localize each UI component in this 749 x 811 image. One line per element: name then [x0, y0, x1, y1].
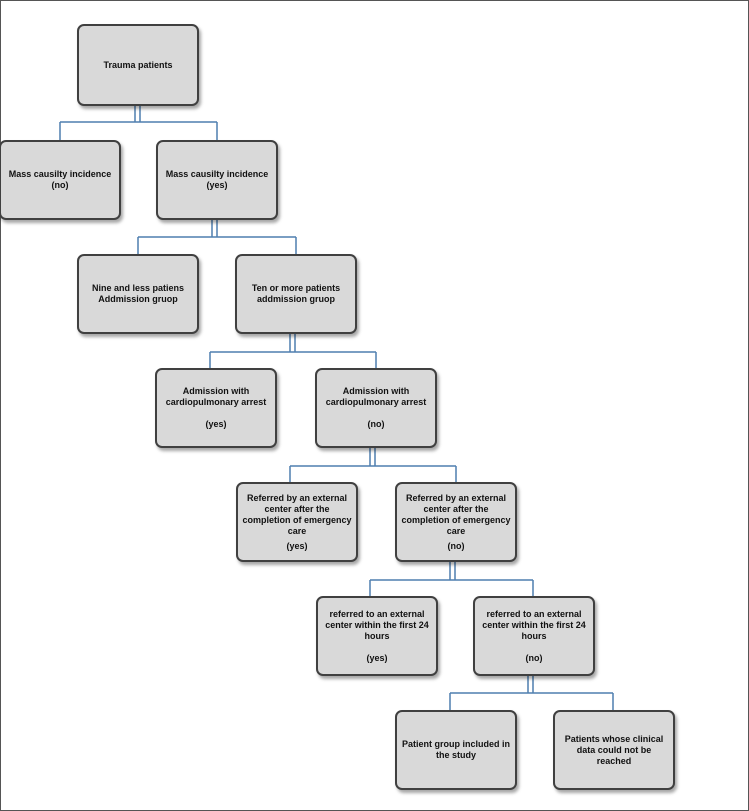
node-line: Patient group included in — [402, 739, 510, 749]
node-arrest-no: Admission with cardiopulmonary arrest (n… — [315, 368, 437, 448]
node-line: completion of emergency — [401, 514, 511, 525]
node-line: Referred by an external — [405, 492, 507, 503]
node-line: (no) — [51, 180, 69, 190]
connector-ten-more — [209, 334, 377, 368]
node-line: Nine and less patiens — [91, 283, 185, 293]
node-included-in-study: Patient group included in the study — [395, 710, 517, 790]
node-line: center within the first 24 — [482, 619, 586, 630]
node-line: hours — [364, 630, 390, 641]
node-line: Mass causilty incidence — [165, 169, 269, 179]
node-status: (yes) — [205, 419, 227, 429]
node-line: the study — [435, 750, 476, 760]
node-mass-casualty-no: Mass causilty incidence (no) — [0, 140, 121, 220]
node-line: Trauma patients — [103, 59, 173, 70]
node-data-not-reached: Patients whose clinical data could not b… — [553, 710, 675, 790]
node-line: hours — [521, 630, 547, 641]
node-nine-and-less: Nine and less patiens Addmission gruop — [77, 254, 199, 334]
node-line: Referred by an external — [246, 492, 348, 503]
node-mass-casualty-yes: Mass causilty incidence (yes) — [156, 140, 278, 220]
node-line: addmission gruop — [256, 294, 335, 304]
node-line: Mass causilty incidence — [8, 169, 112, 179]
connector-mass-yes — [137, 220, 297, 254]
node-line: (yes) — [206, 180, 228, 190]
node-within24-no: referred to an external center within th… — [473, 596, 595, 676]
node-status: (yes) — [286, 540, 308, 551]
connector-referred-no — [369, 562, 534, 596]
node-within24-yes: referred to an external center within th… — [316, 596, 438, 676]
node-ten-or-more: Ten or more patients addmission gruop — [235, 254, 357, 334]
node-line: center after the — [423, 503, 489, 514]
node-referred-yes: Referred by an external center after the… — [236, 482, 358, 562]
node-line: completion of emergency — [242, 514, 352, 525]
node-line: data could not be — [576, 744, 652, 755]
node-line: care — [287, 525, 307, 536]
connector-trauma — [59, 106, 218, 140]
node-trauma-patients: Trauma patients — [77, 24, 199, 106]
node-status: (no) — [367, 419, 385, 429]
node-line: cardiopulmonary arrest — [325, 397, 427, 407]
node-line: referred to an external — [329, 608, 425, 619]
node-line: reached — [596, 755, 632, 766]
node-line: Patients whose clinical — [564, 733, 664, 744]
node-line: cardiopulmonary arrest — [165, 397, 267, 407]
node-line: center after the — [264, 503, 330, 514]
connector-arrest-no — [289, 448, 457, 482]
node-line: Admission with — [182, 386, 250, 396]
node-arrest-yes: Admission with cardiopulmonary arrest (y… — [155, 368, 277, 448]
node-line: Admission with — [342, 386, 410, 396]
node-line: Ten or more patients — [251, 283, 341, 293]
node-line: Addmission gruop — [98, 294, 178, 304]
node-line: care — [446, 525, 466, 536]
node-status: (yes) — [366, 652, 388, 663]
node-status: (no) — [447, 540, 465, 551]
node-line: center within the first 24 — [325, 619, 429, 630]
connector-within24-no — [449, 676, 614, 710]
node-line: referred to an external — [486, 608, 582, 619]
node-referred-no: Referred by an external center after the… — [395, 482, 517, 562]
node-status: (no) — [525, 652, 543, 663]
